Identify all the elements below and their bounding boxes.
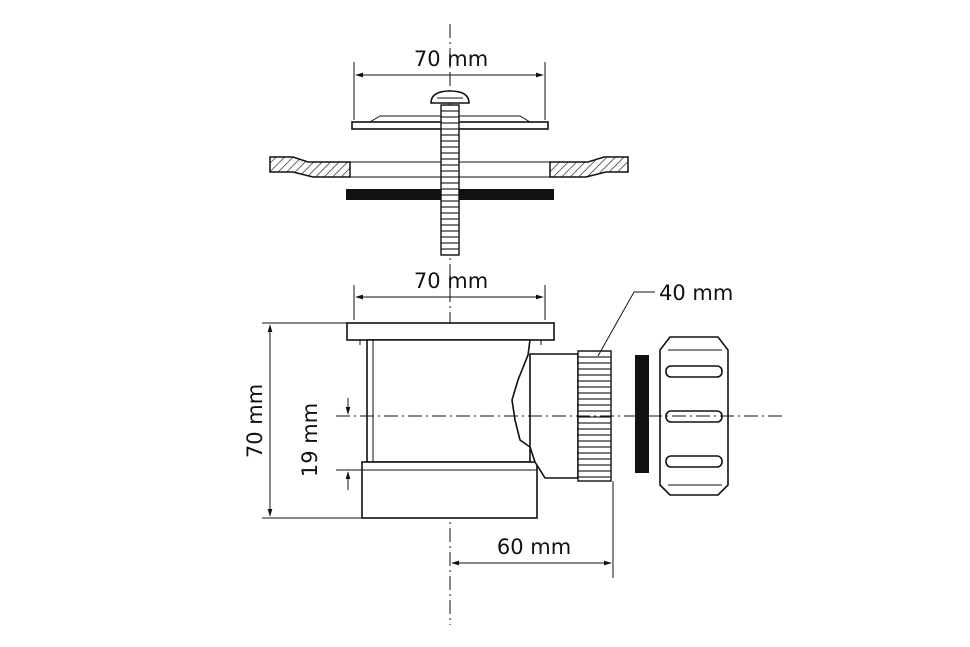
screw-head (430, 90, 470, 104)
body-flange (346, 322, 555, 341)
dim-body-height: 70 mm (243, 384, 267, 458)
threaded-bolt (440, 104, 460, 256)
strainer-assembly: 70 mm (269, 47, 629, 256)
dim-outlet-projection: 60 mm (497, 535, 571, 559)
body-skirt (361, 461, 538, 519)
dim-outlet-thread: 40 mm (659, 281, 733, 305)
dim-outlet-offset: 19 mm (298, 403, 322, 477)
dim-strainer-width: 70 mm (414, 47, 488, 71)
compression-nut (659, 336, 729, 496)
dim-body-top-width: 70 mm (414, 269, 488, 293)
sink-section-left (269, 156, 351, 178)
sink-section-right (549, 156, 629, 178)
body-cylinder (366, 339, 531, 463)
trap-body-assembly: 70 mm 70 mm (243, 269, 785, 578)
outlet-seal-ring (635, 355, 649, 473)
